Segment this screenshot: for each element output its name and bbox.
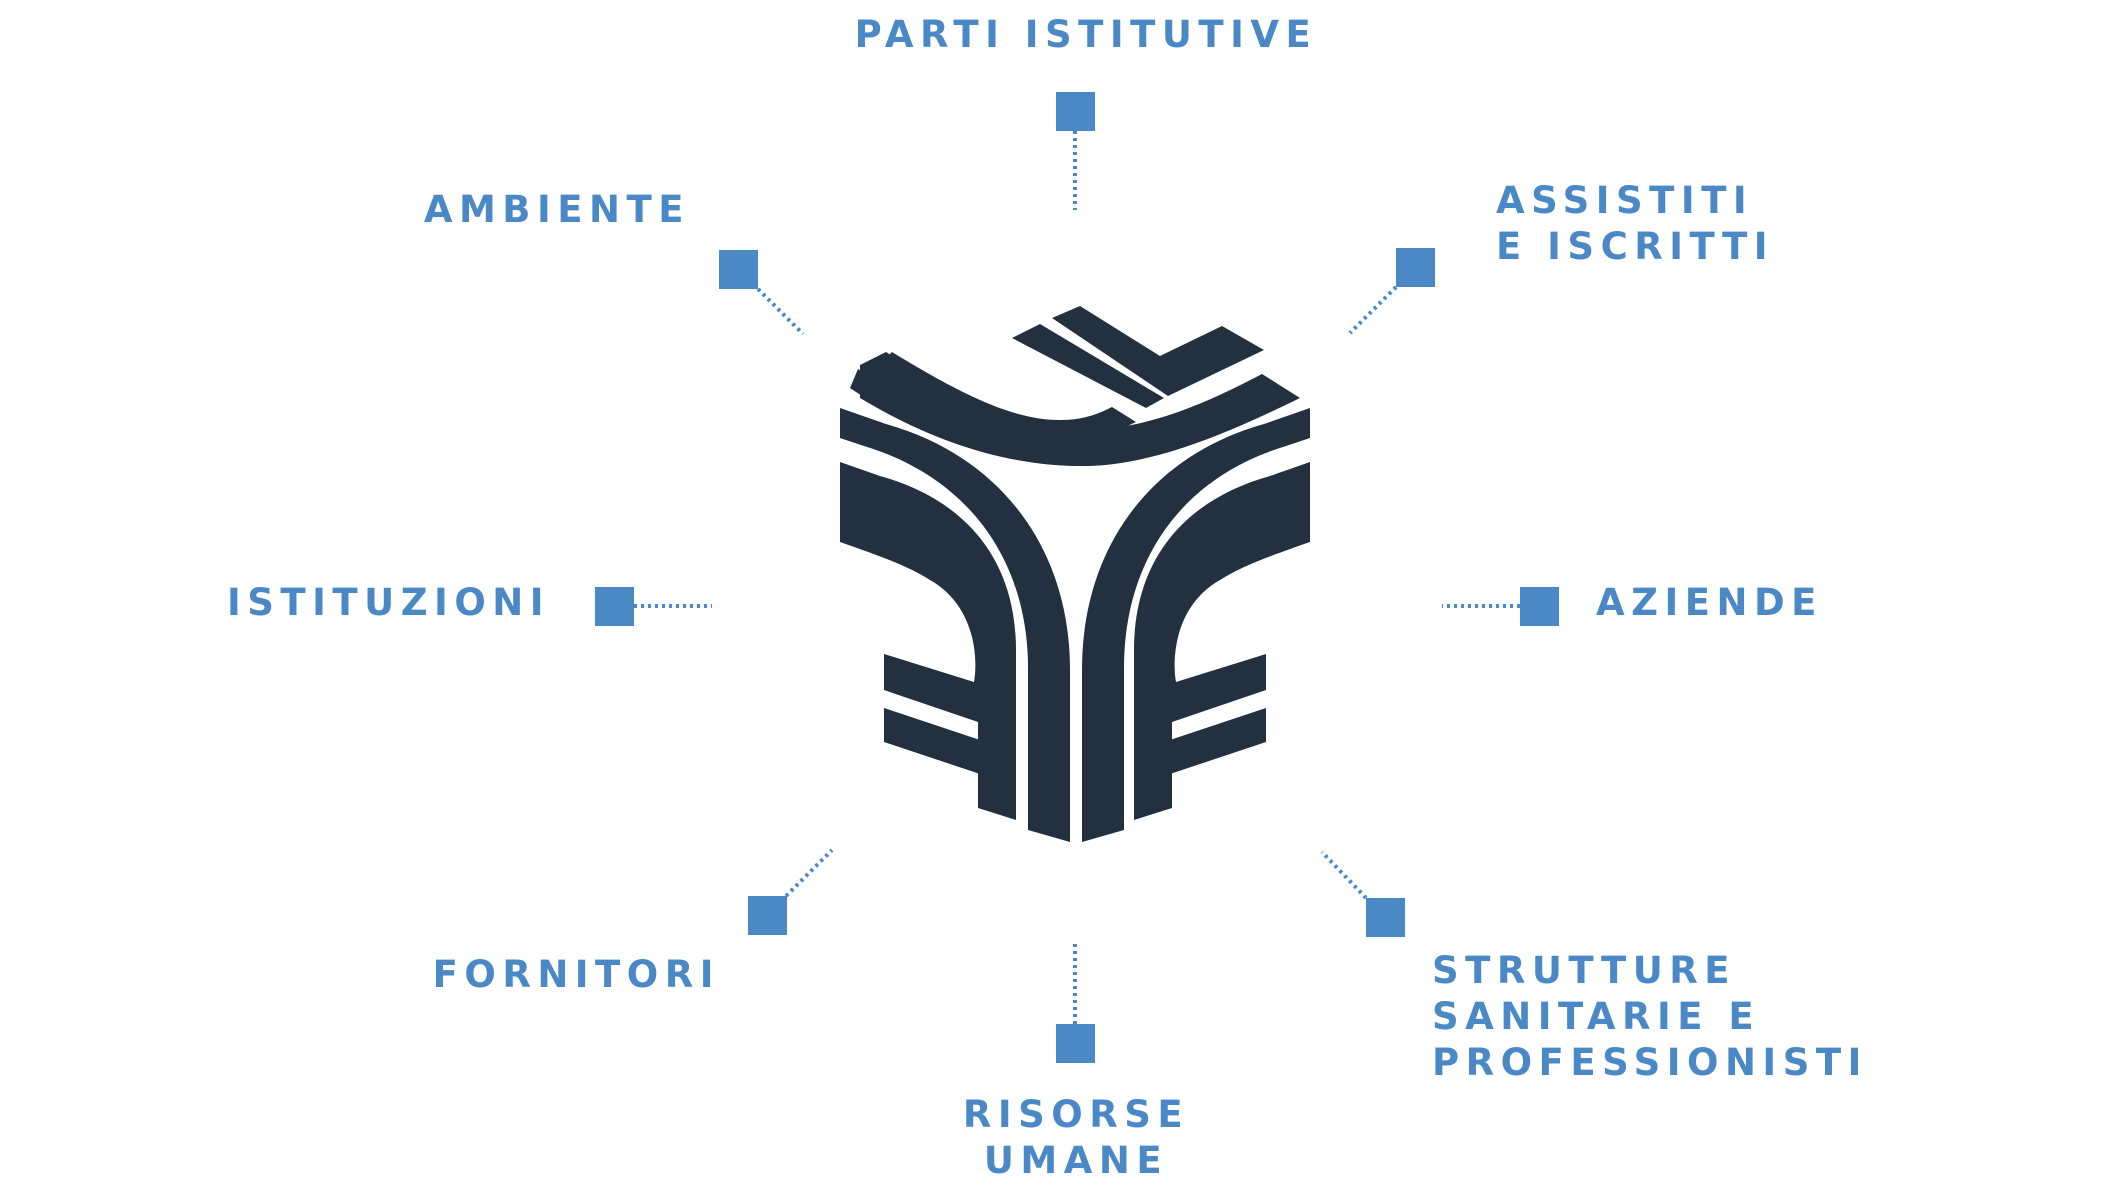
label-assistiti-e-iscritti: ASSISTITI E ISCRITTI xyxy=(1496,178,1896,270)
connector-group xyxy=(634,131,1520,1024)
cube-f-logo-icon xyxy=(840,306,1310,842)
label-line: E ISCRITTI xyxy=(1496,225,1775,268)
label-line: RISORSE xyxy=(962,1093,1190,1136)
label-line: AZIENDE xyxy=(1596,581,1823,624)
logo-top-chevron-left xyxy=(1012,324,1164,408)
label-parti-istitutive: PARTI ISTITUTIVE xyxy=(836,12,1336,58)
logo-top-chevron-right xyxy=(1052,306,1264,396)
marker-assistiti-e-iscritti xyxy=(1396,248,1435,287)
logo-left-low-arm xyxy=(884,708,1016,786)
marker-aziende xyxy=(1520,587,1559,626)
label-strutture-sanitarie-e-professionisti: STRUTTURE SANITARIE E PROFESSIONISTI xyxy=(1432,948,1892,1086)
logo-right-low-arm xyxy=(1134,708,1266,786)
marker-strutture-sanitarie-e-professionisti xyxy=(1366,898,1405,937)
connector-assistiti-e-iscritti xyxy=(1348,285,1398,335)
label-line: UMANE xyxy=(983,1139,1169,1182)
label-fornitori: FORNITORI xyxy=(320,952,720,998)
label-line: SANITARIE E xyxy=(1432,995,1761,1038)
marker-parti-istitutive xyxy=(1056,92,1095,131)
marker-istituzioni xyxy=(595,587,634,626)
label-istituzioni: ISTITUZIONI xyxy=(150,580,550,626)
logo-right-outer-arm xyxy=(1082,408,1310,842)
label-aziende: AZIENDE xyxy=(1596,580,1996,626)
label-line: ISTITUZIONI xyxy=(227,581,550,624)
label-line: ASSISTITI xyxy=(1496,179,1754,222)
logo-top-band-outermost xyxy=(860,352,1300,466)
marker-fornitori xyxy=(748,896,787,935)
logo-right-mid-arm xyxy=(1134,462,1310,820)
connector-fornitori xyxy=(784,848,834,898)
label-line: FORNITORI xyxy=(432,953,720,996)
label-risorse-umane: RISORSE UMANE xyxy=(876,1092,1276,1184)
label-line: AMBIENTE xyxy=(423,188,690,231)
label-line: PROFESSIONISTI xyxy=(1432,1041,1868,1084)
connector-ambiente xyxy=(756,287,805,336)
marker-ambiente xyxy=(719,250,758,289)
logo-left-mid-arm xyxy=(840,462,1016,820)
label-line: STRUTTURE xyxy=(1432,949,1737,992)
label-line: PARTI ISTITUTIVE xyxy=(854,13,1318,56)
connector-strutture-sanitarie-e-professionisti xyxy=(1320,850,1368,900)
marker-risorse-umane xyxy=(1056,1024,1095,1063)
logo-left-outer-arm xyxy=(840,408,1070,842)
marker-group xyxy=(595,92,1559,1063)
label-ambiente: AMBIENTE xyxy=(290,187,690,233)
